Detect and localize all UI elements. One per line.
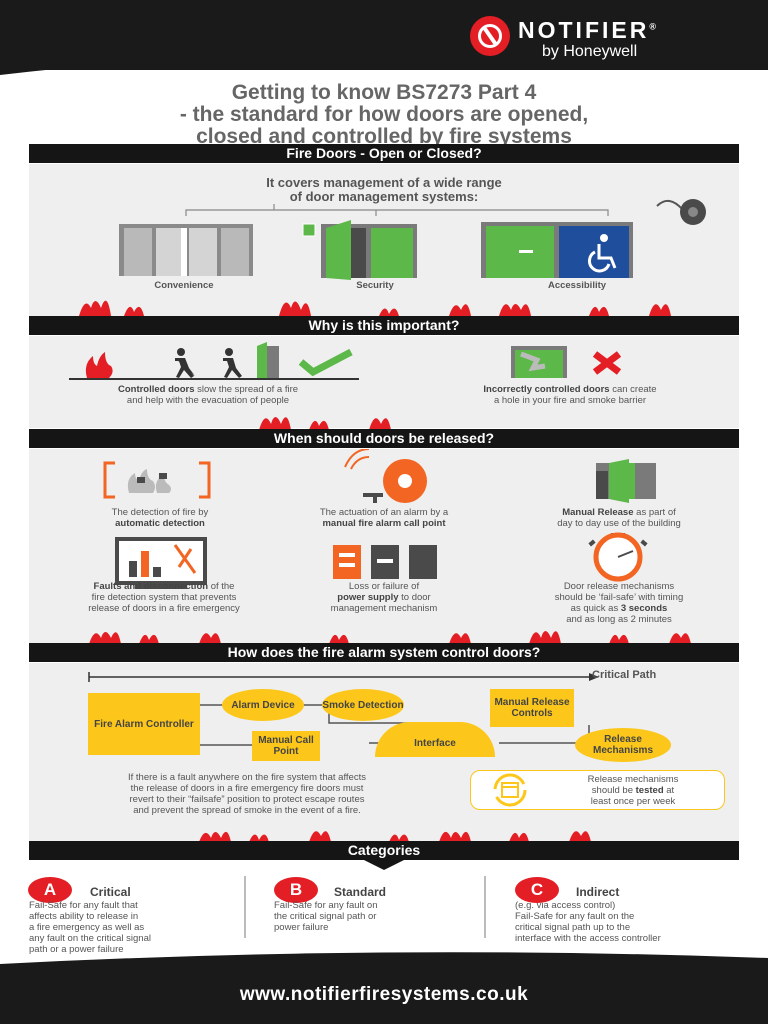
battery-icon bbox=[333, 545, 437, 579]
node-release-mechanisms: Release Mechanisms bbox=[575, 728, 671, 762]
section-heading-why-important: Why is this important? bbox=[29, 316, 739, 335]
notifier-mark-icon bbox=[470, 16, 510, 56]
category-c-title: Indirect bbox=[576, 885, 620, 899]
damaged-door-icon bbox=[511, 346, 567, 378]
category-divider-2 bbox=[484, 876, 486, 938]
category-b-title: Standard bbox=[334, 885, 387, 899]
node-smoke-detection: Smoke Detection bbox=[322, 689, 404, 721]
category-a-text: Fail-Safe for any fault that affects abi… bbox=[29, 900, 151, 955]
release-triggers-illustration bbox=[103, 449, 656, 589]
why-important-panel bbox=[29, 336, 739, 428]
alarm-bell-icon bbox=[656, 199, 706, 225]
flames-3 bbox=[89, 631, 691, 644]
brand-name: NOTIFIER® bbox=[518, 17, 656, 43]
manual-release-door-icon bbox=[596, 459, 656, 503]
flames-1 bbox=[79, 300, 671, 316]
node-fire-alarm-controller: Fire Alarm Controller bbox=[88, 693, 200, 755]
page-title: Getting to know BS7273 Part 4 - the stan… bbox=[179, 81, 589, 148]
manual-call-point-icon bbox=[344, 449, 427, 503]
critical-path-label: Critical Path bbox=[592, 669, 657, 681]
cross-icon bbox=[592, 351, 622, 375]
node-interface: Interface bbox=[375, 722, 495, 757]
open-door-icon bbox=[257, 342, 279, 378]
section-heading-when-released: When should doors be released? bbox=[29, 429, 739, 448]
category-b-text: Fail-Safe for any fault on the critical … bbox=[274, 900, 378, 933]
controlled-doors-text: Controlled doors slow the spread of a fi… bbox=[117, 384, 299, 406]
testing-text: Release mechanisms should be tested at l… bbox=[587, 774, 679, 807]
category-a-badge: A bbox=[28, 877, 72, 903]
section-heading-categories: Categories bbox=[29, 841, 739, 860]
accessible-door-icon bbox=[481, 222, 633, 278]
node-alarm-device: Alarm Device bbox=[222, 689, 304, 721]
calendar-cycle-icon bbox=[493, 773, 527, 807]
check-icon bbox=[298, 348, 353, 377]
node-manual-call-point: Manual Call Point bbox=[252, 731, 320, 761]
fault-monitor-icon bbox=[115, 537, 207, 589]
notifier-logo[interactable]: NOTIFIER® by Honeywell bbox=[470, 14, 740, 64]
node-manual-release-controls: Manual Release Controls bbox=[490, 689, 574, 727]
sliding-door-icon bbox=[119, 224, 253, 276]
category-c-badge: C bbox=[515, 877, 559, 903]
category-c-text: (e.g. via access control) Fail-Safe for … bbox=[515, 900, 661, 944]
brand-tagline: by Honeywell bbox=[542, 43, 638, 60]
section-heading-control-doors: How does the fire alarm system control d… bbox=[29, 643, 739, 662]
door-systems-illustration bbox=[119, 199, 706, 280]
website-link[interactable]: www.notifierfiresystems.co.uk bbox=[239, 984, 529, 1005]
trigger-manual-call-point: The actuation of an alarm by a manual fi… bbox=[319, 507, 449, 529]
category-a-title: Critical bbox=[90, 885, 131, 899]
flames-2 bbox=[259, 417, 391, 430]
label-convenience: Convenience bbox=[154, 280, 214, 291]
fault-failsafe-note: If there is a fault anywhere on the fire… bbox=[128, 772, 366, 816]
running-people-icon bbox=[171, 348, 242, 378]
footer-band bbox=[0, 952, 768, 1024]
security-door-icon bbox=[302, 220, 417, 280]
category-b-badge: B bbox=[274, 877, 318, 903]
trigger-faults-disconnection: Faults and disconnection of the fire det… bbox=[88, 581, 240, 614]
trigger-manual-release: Manual Release as part of day to day use… bbox=[557, 507, 681, 529]
trigger-automatic-detection: The detection of fire by automatic detec… bbox=[111, 507, 209, 529]
fire-doors-intro: It covers management of a wide range of … bbox=[266, 175, 502, 204]
label-security: Security bbox=[356, 280, 394, 291]
stopwatch-icon bbox=[588, 532, 648, 582]
automatic-detection-icon bbox=[103, 461, 211, 499]
label-accessibility: Accessibility bbox=[547, 280, 607, 291]
section-heading-fire-doors: Fire Doors - Open or Closed? bbox=[29, 144, 739, 163]
flames-4 bbox=[199, 831, 591, 842]
why-important-illustration bbox=[69, 342, 622, 380]
categories-arrow bbox=[364, 860, 404, 870]
category-divider-1 bbox=[244, 876, 246, 938]
incorrect-doors-text: Incorrectly controlled doors can create … bbox=[483, 384, 657, 406]
header-curve bbox=[0, 40, 768, 75]
fire-icon bbox=[85, 352, 113, 378]
trigger-fail-safe-timing: Door release mechanisms should be ‘fail-… bbox=[554, 581, 684, 625]
trigger-power-failure: Loss or failure of power supply to door … bbox=[330, 581, 438, 614]
